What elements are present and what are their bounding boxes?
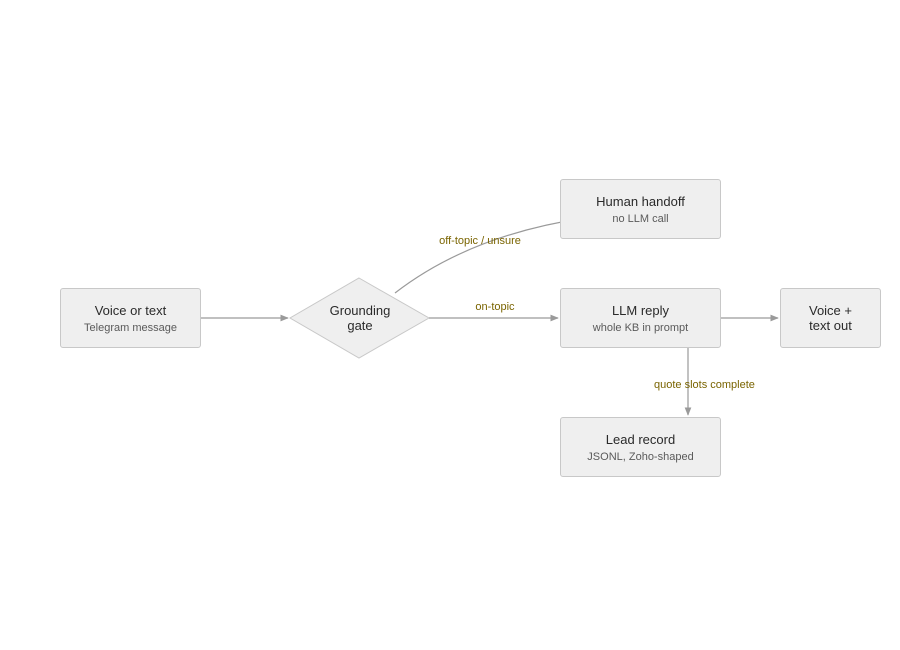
node-llm-reply-title: LLM reply <box>611 302 670 318</box>
node-voice-text-out-line2: text out <box>809 318 852 333</box>
grounding-gate-diamond <box>289 277 431 359</box>
node-llm-reply: LLM reply whole KB in prompt <box>560 288 721 348</box>
node-llm-reply-subtitle: whole KB in prompt <box>592 321 689 334</box>
edge-label-quote-slots: quote slots complete <box>654 379 755 391</box>
node-lead-record-subtitle: JSONL, Zoho-shaped <box>587 450 694 463</box>
node-voice-text-out: Voice + text out <box>780 288 881 348</box>
grounding-gate-label-line1: Grounding <box>329 303 391 318</box>
node-voice-text-out-line1: Voice + <box>808 303 852 318</box>
grounding-gate-label: Grounding gate <box>310 303 410 333</box>
node-voice-or-text-subtitle: Telegram message <box>84 321 177 334</box>
node-voice-or-text: Voice or text Telegram message <box>60 288 201 348</box>
edge-label-off-topic: off-topic / unsure <box>439 235 521 247</box>
edge-gate-to-handoff <box>394 215 586 294</box>
edge-label-on-topic: on-topic <box>475 301 515 313</box>
node-lead-record-title: Lead record <box>605 431 676 447</box>
node-lead-record: Lead record JSONL, Zoho-shaped <box>560 417 721 477</box>
node-voice-or-text-title: Voice or text <box>94 302 167 318</box>
node-human-handoff-title: Human handoff <box>596 193 685 209</box>
node-human-handoff-subtitle: no LLM call <box>612 212 669 225</box>
grounding-gate-label-line2: gate <box>347 318 373 333</box>
node-human-handoff: Human handoff no LLM call <box>560 179 721 239</box>
